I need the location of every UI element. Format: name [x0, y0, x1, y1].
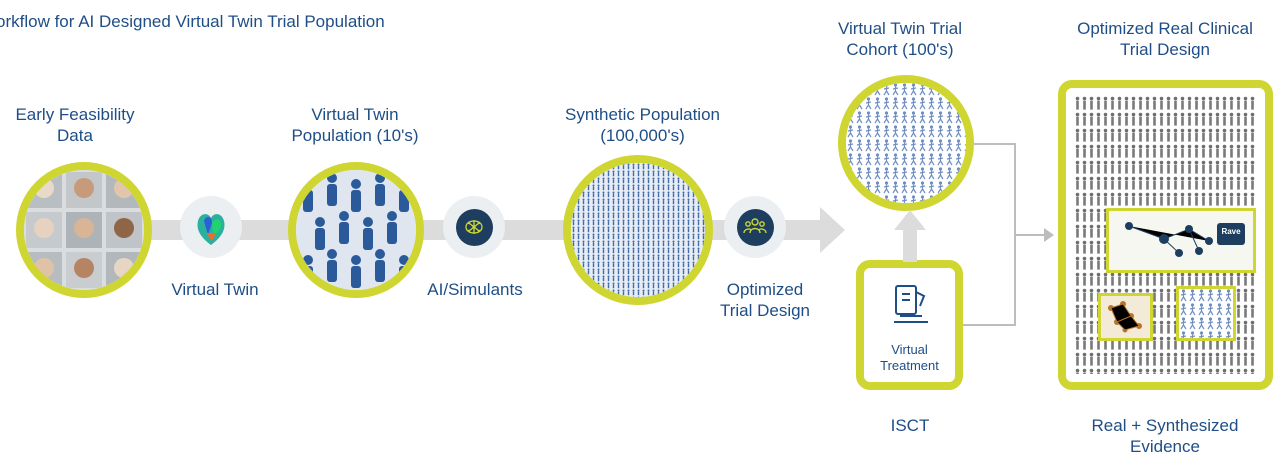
- people-population-image: [296, 170, 416, 290]
- rave-logo: Rave: [1221, 227, 1241, 236]
- cohort-mini-pattern: [1179, 289, 1233, 338]
- isct-label: ISCT: [890, 416, 930, 435]
- connector-bottom: [963, 324, 1016, 326]
- dense-population-pattern: [571, 163, 705, 297]
- virtual-treatment-label: Virtual Treatment: [880, 342, 939, 373]
- microscope-icon: [894, 285, 928, 323]
- virtual-twin-node: [180, 196, 242, 258]
- early-feasibility-label: Early Feasibility Data: [15, 105, 135, 145]
- virtual-twin-step-label: Virtual Twin: [171, 280, 259, 299]
- virtual-treatment-box: Virtual Treatment: [856, 260, 963, 390]
- connector-top: [974, 143, 1016, 145]
- brain-network-icon: [465, 220, 483, 234]
- virtual-twin-population-circle: [288, 162, 424, 298]
- optimized-trial-node: [724, 196, 786, 258]
- connector-arrowhead: [1044, 228, 1054, 242]
- real-synthesized-evidence-label: Real + Synthesized Evidence: [1091, 416, 1239, 456]
- early-feasibility-faces-circle: [16, 162, 152, 298]
- network-card: Rave: [1106, 208, 1256, 273]
- optimized-real-trial-box: Rave: [1058, 80, 1273, 390]
- people-group-icon: [743, 218, 767, 234]
- vt-trial-cohort-circle: [838, 75, 974, 211]
- ai-simulants-node: [443, 196, 505, 258]
- optimized-real-trial-label: Optimized Real Clinical Trial Design: [1077, 19, 1253, 59]
- diagram-title: orkflow for AI Designed Virtual Twin Tri…: [0, 12, 385, 31]
- ai-simulants-step-label: AI/Simulants: [427, 280, 523, 299]
- heart-icon: [197, 214, 225, 245]
- synthetic-population-circle: [563, 155, 713, 305]
- connector-to-box: [1016, 234, 1046, 236]
- up-arrow: [894, 210, 926, 262]
- walking-cohort-pattern: [846, 83, 966, 203]
- virtual-twin-population-label: Virtual Twin Population (10's): [291, 105, 419, 145]
- synthetic-population-label: Synthetic Population (100,000's): [565, 105, 720, 145]
- vt-trial-cohort-label: Virtual Twin Trial Cohort (100's): [837, 19, 963, 59]
- connector-vertical: [1014, 143, 1016, 326]
- network-diagram-icon: [1125, 222, 1245, 257]
- molecule-card: [1098, 293, 1153, 341]
- faces-grid-image: [24, 170, 144, 290]
- optimized-trial-step-label: Optimized Trial Design: [719, 280, 811, 320]
- cohort-card: [1176, 286, 1236, 341]
- molecule-image: [1108, 301, 1142, 333]
